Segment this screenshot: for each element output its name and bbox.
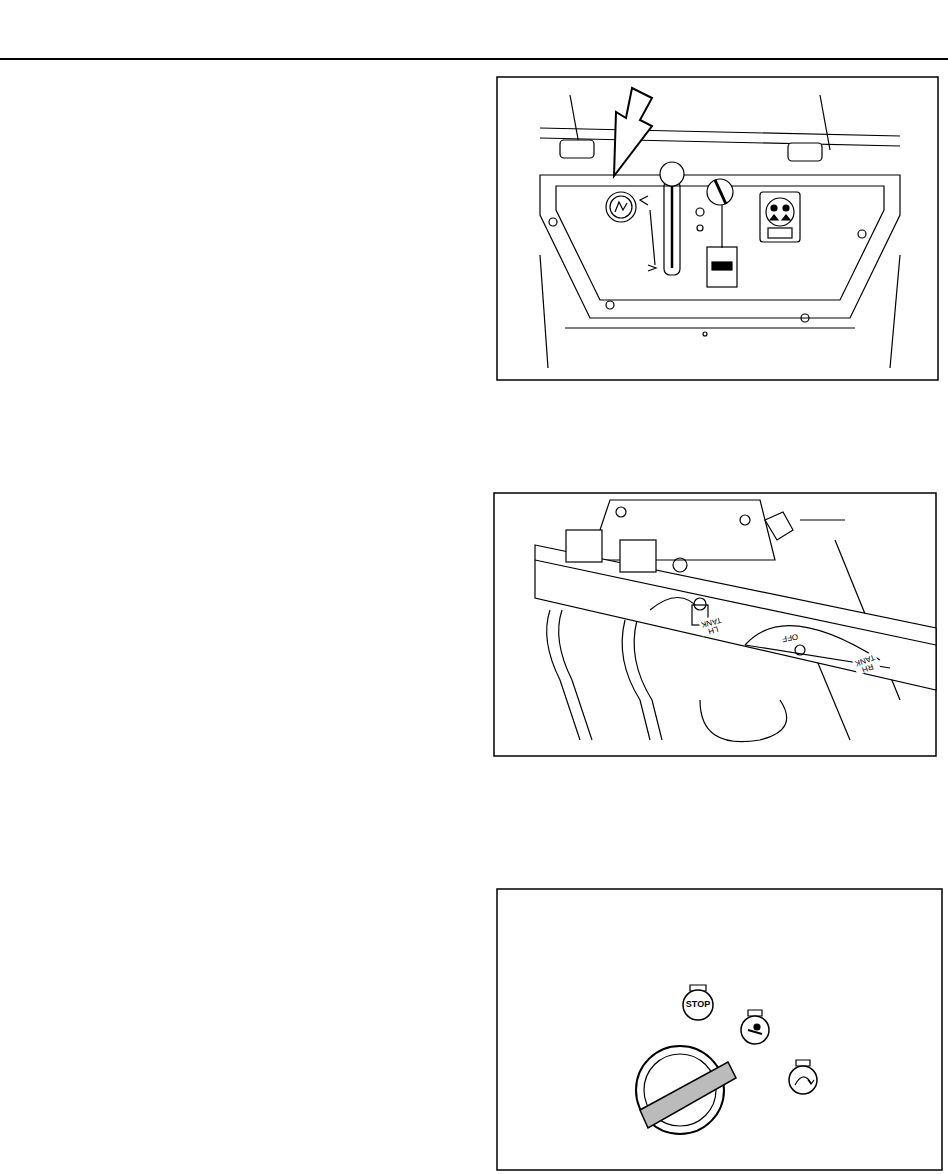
control-panel-figure (497, 77, 938, 380)
throttle-knob-figure (497, 889, 942, 1170)
fuel-valve-figure (494, 493, 936, 756)
header-rule (0, 58, 948, 60)
stop-symbol-label: STOP (685, 1000, 711, 1009)
